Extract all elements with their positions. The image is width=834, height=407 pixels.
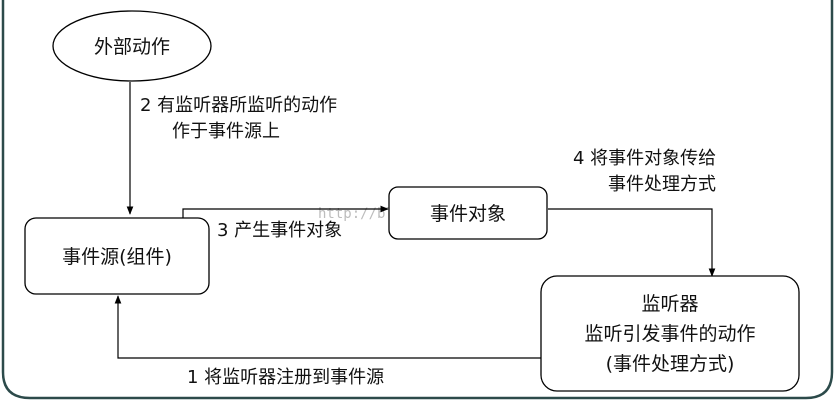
label-step2-line1: 2 有监听器所监听的动作: [140, 95, 337, 116]
label-step4-line2: 事件处理方式: [608, 174, 716, 195]
node-external-action-shape: [52, 10, 212, 82]
node-listener-line3: (事件处理方式): [606, 353, 735, 375]
node-event-source-shape: [24, 217, 210, 295]
arrow-step1: [114, 295, 541, 359]
label-step1: 1 将监听器注册到事件源: [187, 367, 384, 388]
label-step2-line2: 作于事件源上: [172, 121, 280, 142]
node-listener-line2: 监听引发事件的动作: [584, 323, 755, 345]
node-external-action: 外部动作: [94, 36, 170, 58]
node-listener-line1: 监听器: [641, 293, 698, 315]
arrow-step4: [548, 208, 716, 277]
node-listener-shape: [540, 275, 800, 392]
label-step4-line1: 4 将事件对象传给: [573, 148, 716, 169]
node-event-object: 事件对象: [430, 203, 506, 225]
node-event-source: 事件源(组件): [62, 246, 172, 268]
label-step3: 3 产生事件对象: [217, 220, 342, 241]
node-event-object-shape: [388, 186, 548, 240]
